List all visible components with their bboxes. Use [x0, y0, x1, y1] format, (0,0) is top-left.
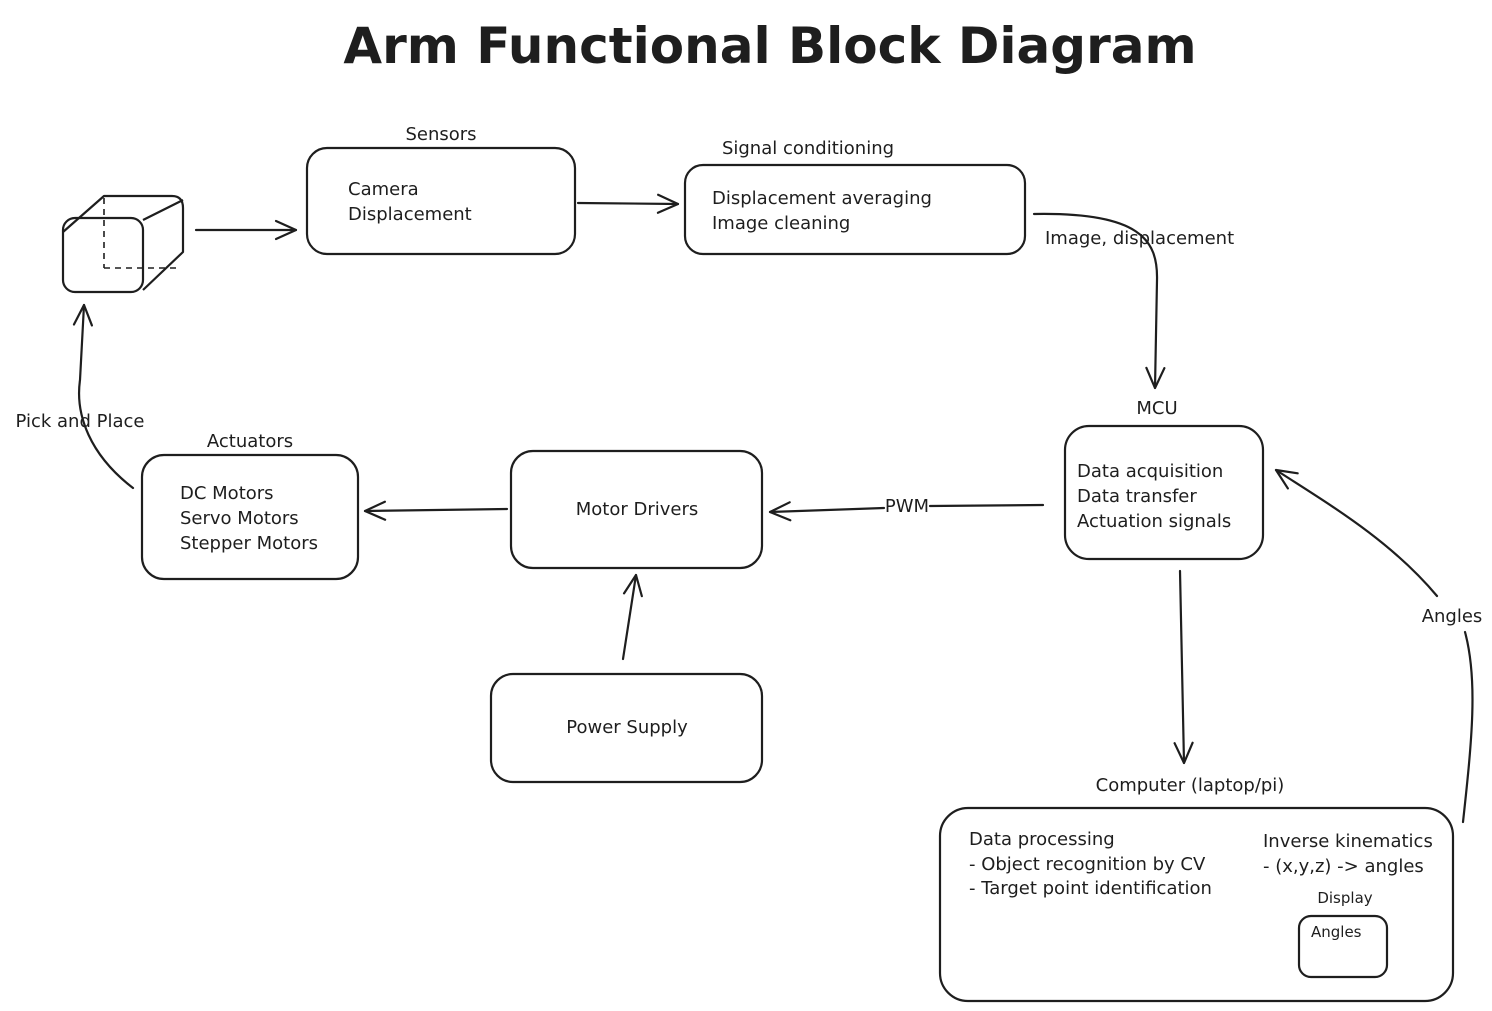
computer-node: Computer (laptop/pi) Data processing - O… [938, 775, 1455, 1003]
motor-drivers-node: Motor Drivers [509, 449, 764, 570]
edge-mcu-to-computer [1173, 569, 1194, 765]
sensors-line: Displacement [348, 204, 472, 225]
edge-label-pwm: PWM [885, 496, 929, 517]
actuators-label: Actuators [207, 431, 293, 452]
mcu-line: Actuation signals [1077, 511, 1231, 532]
actuators-line: Servo Motors [180, 508, 299, 529]
actuators-line: Stepper Motors [180, 533, 318, 554]
signal-conditioning-box [683, 163, 1027, 256]
sensors-box [305, 146, 577, 256]
display-content: Angles [1311, 923, 1362, 941]
sensors-node: Sensors Camera Displacement [305, 124, 577, 256]
edge-computer-to-mcu-lower [1461, 630, 1474, 824]
motor-drivers-box [509, 449, 764, 570]
display-box [1297, 914, 1389, 979]
computer-box [938, 806, 1455, 1003]
power-supply-label: Power Supply [566, 717, 688, 738]
sensors-label: Sensors [405, 124, 476, 145]
mcu-label: MCU [1136, 398, 1177, 419]
signal-conditioning-node: Signal conditioning Displacement averagi… [683, 138, 1027, 256]
actuators-node: Actuators DC Motors Servo Motors Stepper… [140, 431, 360, 581]
edge-label-pick-and-place: Pick and Place [16, 411, 145, 432]
cube-icon [61, 194, 185, 294]
signal-conditioning-line: Image cleaning [712, 213, 850, 234]
edge-power-supply-to-motor-drivers [621, 573, 643, 661]
mcu-box [1063, 424, 1265, 561]
power-supply-node: Power Supply [489, 672, 764, 784]
edge-actuators-to-object [72, 303, 135, 490]
inverse-kinematics-line: - (x,y,z) -> angles [1263, 856, 1424, 877]
mcu-line: Data transfer [1077, 486, 1197, 507]
edge-mcu-to-drivers-segment [928, 503, 1045, 508]
computer-line: Data processing [969, 829, 1115, 850]
edge-signal-conditioning-to-mcu [1032, 212, 1166, 390]
power-supply-box [489, 672, 764, 784]
computer-line: - Target point identification [969, 878, 1212, 899]
computer-line: - Object recognition by CV [969, 854, 1206, 875]
sensors-line: Camera [348, 179, 419, 200]
signal-conditioning-label: Signal conditioning [722, 138, 894, 159]
edge-sensors-to-signal-conditioning [576, 193, 680, 214]
edge-mcu-to-motor-drivers [768, 501, 886, 522]
edge-motor-drivers-to-actuators [363, 500, 509, 521]
mcu-node: MCU Data acquisition Data transfer Actua… [1063, 398, 1265, 561]
inverse-kinematics-line: Inverse kinematics [1263, 831, 1433, 852]
edge-computer-to-mcu [1274, 468, 1439, 598]
mcu-line: Data acquisition [1077, 461, 1223, 482]
actuators-box [140, 453, 360, 581]
signal-conditioning-line: Displacement averaging [712, 188, 932, 209]
display-label: Display [1317, 889, 1372, 907]
edge-label-angles: Angles [1422, 606, 1483, 627]
edge-label-image-displacement: Image, displacement [1045, 228, 1234, 249]
motor-drivers-label: Motor Drivers [576, 499, 699, 520]
computer-label: Computer (laptop/pi) [1096, 775, 1285, 796]
diagram-title: Arm Functional Block Diagram [343, 17, 1196, 75]
actuators-line: DC Motors [180, 483, 274, 504]
